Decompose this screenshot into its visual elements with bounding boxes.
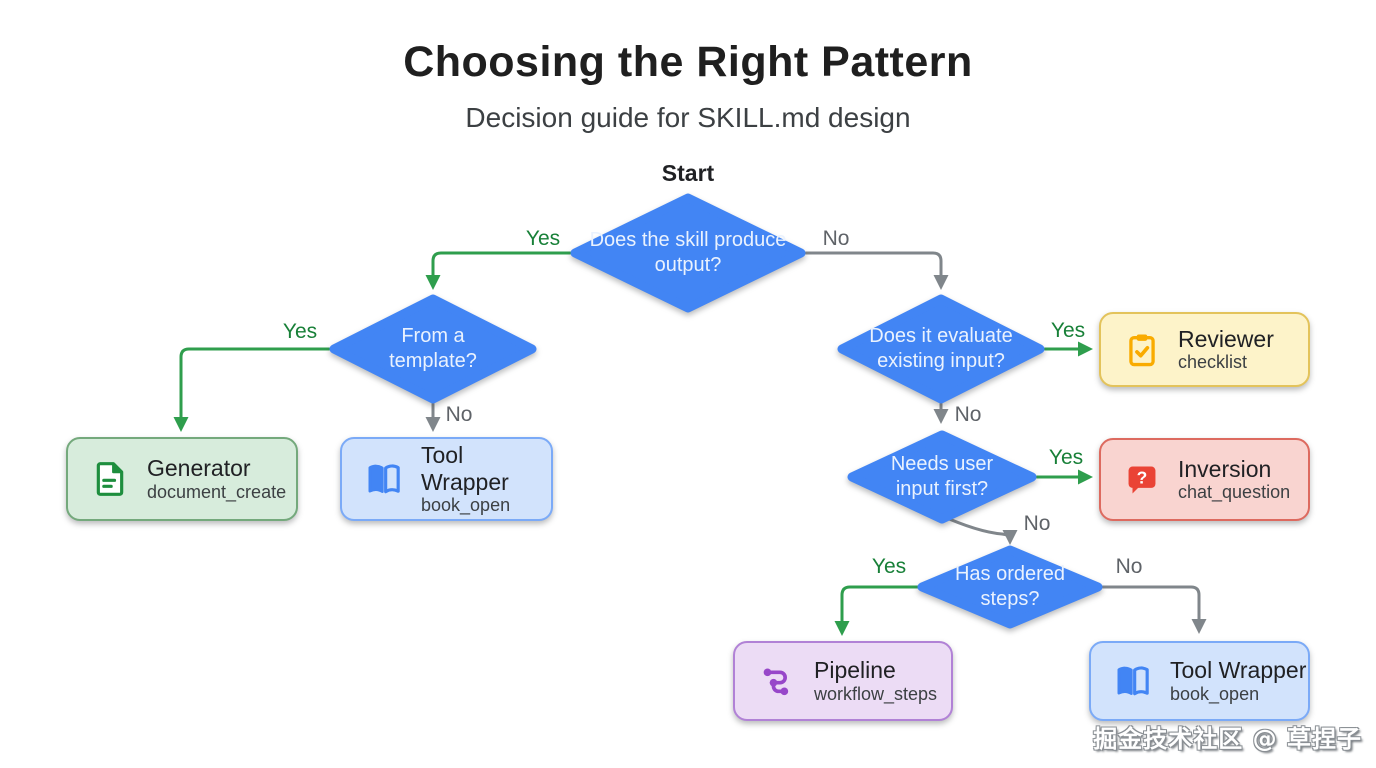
page-subtitle: Decision guide for SKILL.md design bbox=[465, 102, 911, 133]
result-tool-wrapper-bottom: Tool Wrapper book_open bbox=[1089, 641, 1310, 721]
result-title: Tool Wrapper bbox=[1170, 657, 1307, 684]
checklist-icon bbox=[1129, 333, 1155, 366]
result-subtitle: document_create bbox=[147, 481, 287, 502]
result-generator: Generator document_create bbox=[66, 437, 298, 521]
svg-text:?: ? bbox=[1137, 467, 1148, 487]
page-title: Choosing the Right Pattern bbox=[403, 38, 973, 86]
decision-evaluate-input-label: Does it evaluate existing input? bbox=[869, 325, 1013, 372]
edge-lines bbox=[173, 251, 1207, 636]
edge-label-yes: Yes bbox=[1048, 446, 1084, 469]
edge-label-yes: Yes bbox=[282, 320, 318, 343]
diamond-from-template bbox=[329, 294, 537, 404]
edge-no-to-ordered-steps bbox=[938, 513, 1018, 545]
result-subtitle: checklist bbox=[1178, 352, 1248, 373]
result-title: Inversion bbox=[1178, 455, 1272, 482]
result-subtitle: book_open bbox=[1170, 683, 1260, 704]
start-label: Start bbox=[661, 160, 715, 186]
open-book-icon bbox=[368, 464, 400, 494]
result-subtitle: chat_question bbox=[1178, 482, 1291, 503]
decision-ordered-steps-label: Has ordered steps? bbox=[954, 563, 1066, 610]
result-title: Reviewer bbox=[1178, 325, 1274, 352]
diamond-produce-output bbox=[570, 193, 806, 313]
result-title: Tool Wrapper bbox=[421, 442, 509, 495]
result-inversion: ? Inversion chat_question bbox=[1099, 438, 1310, 521]
watermark: 掘金技术社区 @ 草捏子 bbox=[1093, 725, 1362, 753]
edge-label-yes: Yes bbox=[525, 227, 561, 250]
edge-yes-to-pipeline bbox=[834, 585, 920, 636]
result-title: Generator bbox=[147, 455, 251, 482]
edge-label-yes: Yes bbox=[1050, 319, 1086, 342]
result-reviewer: Reviewer checklist bbox=[1099, 312, 1310, 387]
edge-label-no: No bbox=[1023, 512, 1051, 535]
edge-yes-to-template bbox=[425, 251, 572, 290]
result-title: Pipeline bbox=[814, 657, 896, 684]
result-subtitle: workflow_steps bbox=[814, 683, 938, 704]
decision-needs-user-input-label: Needs user input first? bbox=[890, 453, 994, 500]
decision-produce-output-label: Does the skill produce output? bbox=[589, 229, 787, 276]
decision-from-template-label: From a template? bbox=[389, 325, 477, 372]
open-book-icon bbox=[1117, 666, 1149, 696]
workflow-icon bbox=[763, 668, 789, 696]
result-pipeline: Pipeline workflow_steps bbox=[733, 641, 953, 721]
decision-diamonds bbox=[329, 193, 1103, 629]
edge-label-no: No bbox=[445, 403, 473, 426]
edge-no-to-evaluate bbox=[804, 251, 949, 290]
diamond-needs-user-input bbox=[847, 430, 1037, 524]
result-tool-wrapper-top: Tool Wrapper book_open bbox=[340, 437, 553, 521]
edge-yes-to-generator bbox=[173, 347, 331, 432]
edge-label-no: No bbox=[822, 227, 850, 250]
result-subtitle: book_open bbox=[421, 495, 511, 516]
edge-label-yes: Yes bbox=[871, 555, 907, 578]
edge-label-no: No bbox=[1115, 555, 1143, 578]
edge-no-to-toolwrapper-bottom bbox=[1101, 585, 1207, 634]
question-bubble-icon: ? bbox=[1128, 466, 1156, 493]
diamond-ordered-steps bbox=[917, 545, 1103, 629]
document-icon bbox=[96, 462, 124, 496]
diamond-evaluate-input bbox=[837, 294, 1045, 404]
edge-label-no: No bbox=[954, 403, 982, 426]
